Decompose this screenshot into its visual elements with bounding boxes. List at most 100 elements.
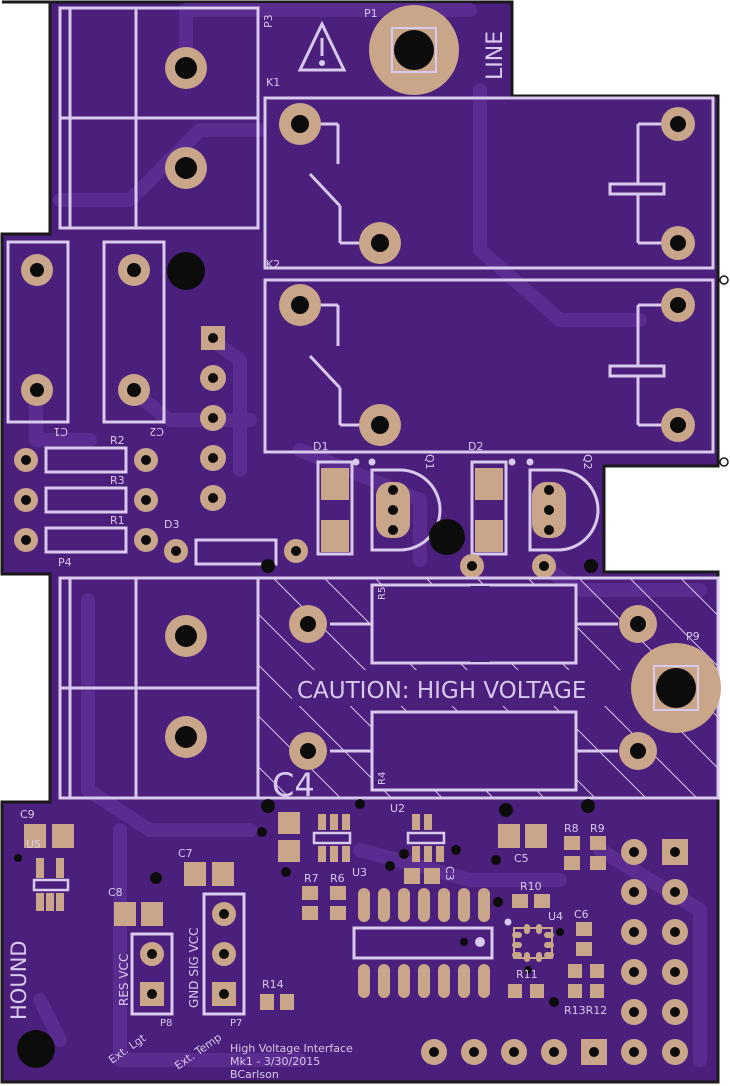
credit-title: High Voltage Interface (230, 1042, 353, 1055)
smd-pad (590, 836, 606, 850)
smd-pad (404, 868, 420, 884)
fiducial-mark (719, 457, 729, 467)
header-p7-outline (202, 892, 246, 1016)
drill-hole (670, 417, 686, 433)
label-d1: D1 (313, 440, 328, 453)
label-p4: P4 (58, 556, 72, 569)
label-r14: R14 (262, 978, 284, 991)
via (261, 799, 275, 813)
label-c5: C5 (514, 852, 529, 865)
capacitor-c2-outline (102, 240, 166, 424)
label-d3: D3 (164, 518, 179, 531)
label-r5: R5 (377, 587, 388, 600)
smd-pad (508, 984, 522, 998)
smd-pad (564, 856, 580, 870)
smd-pad (534, 894, 550, 908)
regulator-u5 (14, 854, 70, 911)
mounting-hole (167, 252, 205, 290)
smd-pad (330, 906, 346, 920)
transistor-q1 (352, 458, 442, 552)
label-c9: C9 (20, 808, 35, 821)
drill-hole (539, 561, 549, 571)
label-k1: K1 (266, 76, 280, 89)
drill-hole (127, 263, 141, 277)
resistor-r5 (330, 583, 618, 665)
smd-pad (512, 894, 528, 908)
drill-hole (670, 235, 686, 251)
smd-pad (52, 824, 74, 848)
smd-pad (141, 902, 163, 926)
via (499, 803, 513, 817)
label-r3: R3 (110, 474, 125, 487)
label-r1: R1 (110, 514, 125, 527)
smd-pad (576, 922, 592, 936)
terminal-block-p3 (58, 6, 260, 230)
label-gnd-sig-vcc: GND SIG VCC (187, 927, 201, 1008)
high-voltage-warning-icon (297, 20, 347, 72)
drill-hole (208, 333, 218, 343)
smd-pad (590, 964, 604, 978)
smd-pad (280, 994, 294, 1010)
via (491, 855, 501, 865)
label-r6: R6 (330, 872, 345, 885)
smd-pad (302, 886, 318, 900)
drill-hole (219, 949, 229, 959)
pad-outline (391, 27, 437, 73)
drill-hole (175, 157, 197, 179)
drill-hole (300, 616, 316, 632)
label-p9: P9 (686, 630, 700, 643)
smd-pad (568, 964, 582, 978)
drill-hole (147, 989, 157, 999)
label-k2: K2 (266, 258, 280, 271)
drill-hole (147, 949, 157, 959)
label-q1: Q1 (423, 454, 436, 470)
header-p8-outline (130, 932, 174, 1016)
via (261, 559, 275, 573)
label-r2: R2 (110, 434, 125, 447)
via (150, 872, 162, 884)
label-r13r12: R13R12 (564, 1004, 607, 1017)
label-u3: U3 (352, 866, 367, 879)
copper-traces (29, 3, 707, 1067)
label-c8: C8 (108, 886, 123, 899)
diode-d1 (316, 460, 354, 556)
label-q2: Q2 (581, 454, 594, 470)
label-r4: R4 (377, 772, 388, 785)
label-c1: C1 (53, 425, 68, 438)
label-r8: R8 (564, 822, 579, 835)
drill-hole (291, 296, 309, 314)
smd-pad (568, 984, 582, 998)
via (584, 559, 598, 573)
via (493, 897, 503, 907)
header-pins (200, 365, 226, 511)
header-bottom-row (421, 1039, 607, 1065)
ic-u4 (504, 918, 564, 974)
label-c3: C3 (443, 866, 456, 881)
drill-hole (219, 989, 229, 999)
via (549, 997, 559, 1007)
drill-hole (30, 383, 44, 397)
drill-hole (670, 116, 686, 132)
caution-text: CAUTION: HIGH VOLTAGE (297, 678, 586, 704)
smd-pad (424, 868, 440, 884)
credit-revision: Mk1 - 3/30/2015 (230, 1055, 320, 1068)
drill-hole (219, 909, 229, 919)
diode-d3-outline (194, 538, 278, 566)
smd-pad (114, 902, 136, 926)
label-c2: C2 (149, 425, 164, 438)
label-p8: P8 (160, 1018, 172, 1029)
transistor-q2 (508, 458, 600, 552)
smd-pad (24, 824, 46, 848)
diode-d2 (470, 460, 508, 556)
drill-hole (371, 234, 389, 252)
label-r7: R7 (304, 872, 319, 885)
relay-k1 (263, 96, 715, 270)
label-r10: R10 (520, 880, 542, 893)
smd-pad (260, 994, 274, 1010)
smd-pad (330, 886, 346, 900)
smd-pad (212, 862, 234, 886)
label-u5: U5 (26, 838, 41, 851)
drill-hole (291, 115, 309, 133)
label-d2: D2 (468, 440, 483, 453)
